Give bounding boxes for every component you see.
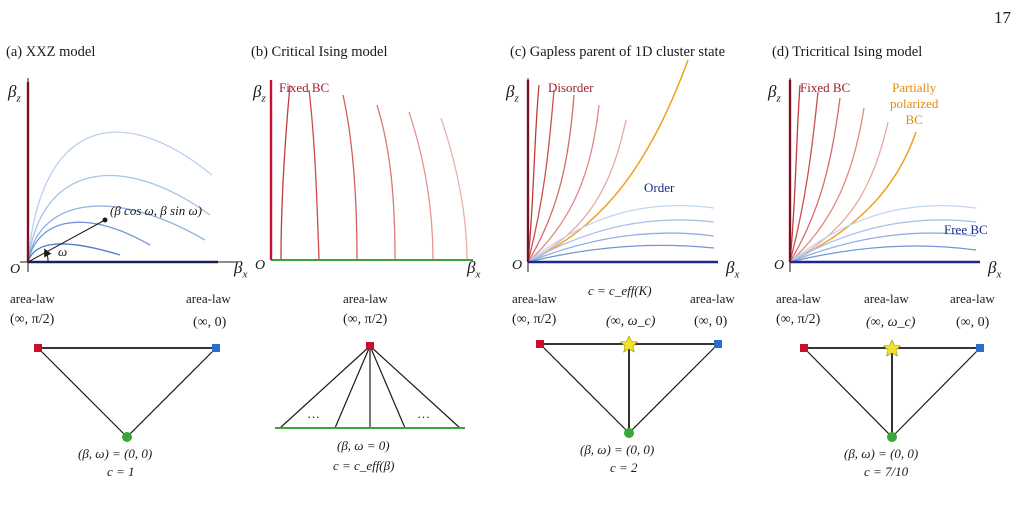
panel-a-x-axis-label: βx <box>234 258 248 281</box>
panel-a-left-coord: (∞, π/2) <box>10 312 55 327</box>
panel-d-pp-line-1: Partially <box>892 80 937 95</box>
panel-c-flow-diagram <box>526 59 722 438</box>
panel-a-ray <box>27 219 106 263</box>
panel-d-node-right <box>976 344 984 352</box>
panel-c-left-coord: (∞, π/2) <box>512 312 557 327</box>
panel-b-x-axis-label: βx <box>467 258 481 281</box>
panel-b-flow-diagram <box>269 80 473 429</box>
panel-b-start-label: (β, ω = 0) <box>337 438 390 453</box>
panel-b-origin: O <box>255 258 266 273</box>
panel-d-flow-curves <box>789 84 977 263</box>
panel-d-partially-polarized-label: Partially polarized BC <box>890 80 938 128</box>
panel-a-y-axis-label: βz <box>8 82 21 105</box>
panel-d-node-start <box>887 432 897 442</box>
panel-a-origin: O <box>10 262 21 277</box>
panel-d-node-left <box>800 344 808 352</box>
panel-c-mid-coord: (∞, ω_c) <box>606 314 656 329</box>
panel-c-origin: O <box>512 258 523 273</box>
panel-d-left-coord: (∞, π/2) <box>776 312 821 327</box>
panel-d-title: (d) Tricritical Ising model <box>772 44 923 60</box>
panel-a-rg-triangle <box>37 347 217 438</box>
panel-c-rg-triangle <box>539 343 719 434</box>
panel-d-rg-triangle <box>803 347 981 438</box>
panel-c-mid-label: c = c_eff(K) <box>588 283 652 298</box>
panel-d-node-mid-star <box>882 339 902 357</box>
panel-c-node-left <box>536 340 544 348</box>
panel-d-x-axis-label: βx <box>988 258 1002 281</box>
panel-a-node-right <box>212 344 220 352</box>
panel-a-right-coord: (∞, 0) <box>193 315 227 330</box>
panel-b-central-charge: c = c_eff(β) <box>333 458 395 473</box>
panel-d-free-bc-label: Free BC <box>944 222 988 237</box>
panel-d-right-coord: (∞, 0) <box>956 315 990 330</box>
panel-d-central-charge: c = 7/10 <box>864 464 909 479</box>
panel-a-start-label: (β, ω) = (0, 0) <box>78 446 153 461</box>
panel-b-ellipsis-right: … <box>417 406 430 421</box>
panel-a-left-node-label: area-law <box>10 291 55 306</box>
panel-d-tricritical-ising: (d) Tricritical Ising model βx βz O <box>766 0 1021 506</box>
panel-a-xxz: (a) XXZ model βx βz O (β cos ω, β sin <box>0 0 255 506</box>
panel-c-node-mid-star <box>619 335 639 353</box>
panel-a-flow-curves <box>27 131 213 263</box>
panel-c-central-charge: c = 2 <box>610 460 638 475</box>
panel-b-title: (b) Critical Ising model <box>251 44 388 60</box>
panel-d-y-axis-label: βz <box>768 82 781 105</box>
panel-d-pp-line-3: BC <box>905 112 923 127</box>
panel-a-flow-diagram <box>20 78 238 442</box>
panel-c-title: (c) Gapless parent of 1D cluster state <box>510 44 726 60</box>
panel-a-point <box>102 217 108 223</box>
panel-c-cluster-state: (c) Gapless parent of 1D cluster state <box>504 0 759 506</box>
panel-a-point-label: (β cos ω, β sin ω) <box>110 203 202 218</box>
panel-c-node-start <box>624 428 634 438</box>
panel-a-node-left <box>34 344 42 352</box>
panel-b-flow-curves <box>280 84 468 261</box>
page-number: 17 <box>994 8 1011 27</box>
panel-a-node-start <box>122 432 132 442</box>
panel-d-left-node-label: area-law <box>776 291 821 306</box>
panel-c-x-axis-label: βx <box>726 258 740 281</box>
panel-b-fixed-bc-label: Fixed BC <box>279 80 330 95</box>
panel-b-ellipsis-left: … <box>307 406 320 421</box>
panel-c-disorder-label: Disorder <box>548 80 594 95</box>
panel-c-left-node-label: area-law <box>512 291 557 306</box>
panel-d-mid-coord: (∞, ω_c) <box>866 315 916 330</box>
panel-c-right-node-label: area-law <box>690 291 735 306</box>
panel-c-right-coord: (∞, 0) <box>694 314 728 329</box>
panel-b-rg-fan <box>279 345 461 429</box>
panel-d-mid-node-label: area-law <box>864 291 909 306</box>
panel-d-flow-diagram <box>788 78 984 442</box>
panel-d-fixed-bc-label: Fixed BC <box>800 80 851 95</box>
panel-b-top-coord: (∞, π/2) <box>343 312 388 327</box>
panel-c-flow-curves <box>527 59 715 263</box>
panel-d-right-node-label: area-law <box>950 291 995 306</box>
panel-c-order-label: Order <box>644 180 675 195</box>
panel-b-node-top <box>366 342 374 350</box>
panel-d-origin: O <box>774 258 785 273</box>
panel-b-top-node-label: area-law <box>343 291 388 306</box>
panel-b-critical-ising: (b) Critical Ising model βx βz O Fixed B… <box>245 0 500 506</box>
panel-a-right-node-label: area-law <box>186 291 231 306</box>
panel-c-node-right <box>714 340 722 348</box>
panel-b-y-axis-label: βz <box>253 82 266 105</box>
panel-a-central-charge: c = 1 <box>107 464 135 479</box>
panel-c-y-axis-label: βz <box>506 82 519 105</box>
panel-a-angle-label: ω <box>58 244 68 259</box>
panel-a-title: (a) XXZ model <box>6 44 96 60</box>
panel-d-start-label: (β, ω) = (0, 0) <box>844 446 919 461</box>
panel-c-start-label: (β, ω) = (0, 0) <box>580 442 655 457</box>
panel-d-pp-line-2: polarized <box>890 96 939 111</box>
